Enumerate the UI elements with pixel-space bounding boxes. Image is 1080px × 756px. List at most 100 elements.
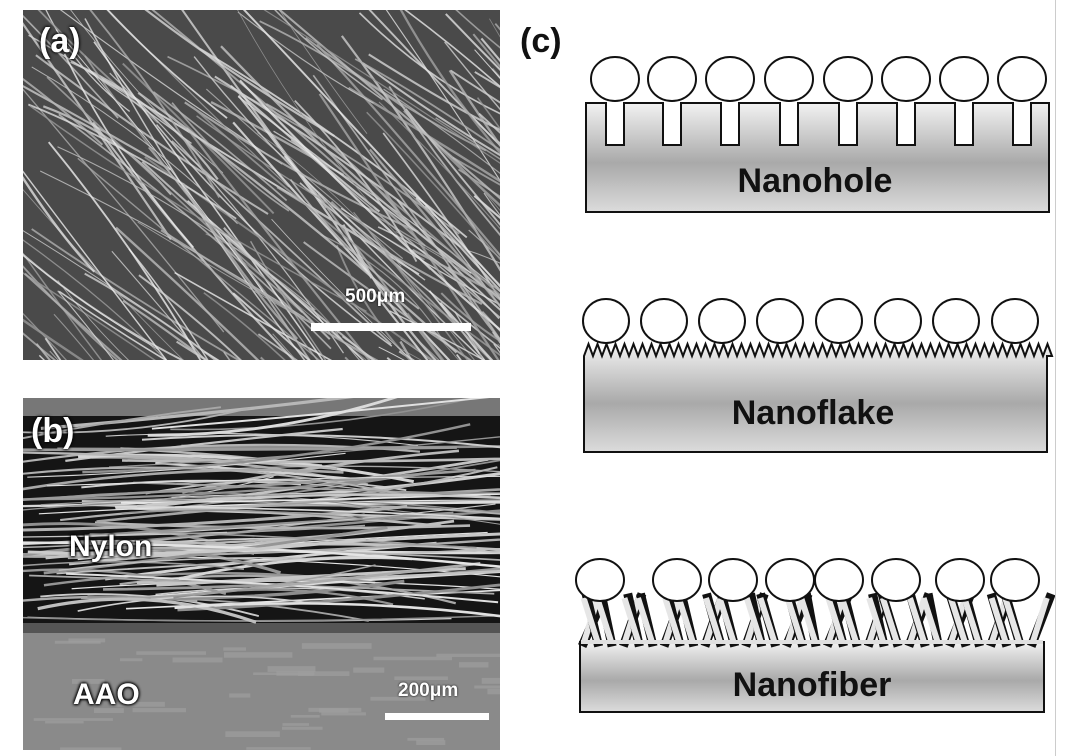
panel-label-a: (a) xyxy=(39,22,81,60)
aao-grain xyxy=(110,701,165,707)
nanofiber-label: Nanofiber xyxy=(733,666,892,704)
fiber xyxy=(404,10,500,88)
nylon-fiber xyxy=(77,595,314,612)
scale-bar-b xyxy=(385,713,489,720)
nanohole-diagram xyxy=(585,56,1050,213)
fiber xyxy=(181,10,328,209)
fiber xyxy=(23,175,96,273)
droplet xyxy=(640,298,688,344)
aao-grain xyxy=(353,667,385,673)
fiber xyxy=(122,299,208,360)
fiber xyxy=(55,29,264,292)
fiber xyxy=(92,121,295,360)
aao-grain xyxy=(458,662,489,668)
fiber xyxy=(299,182,500,350)
fiber xyxy=(382,132,500,301)
aao-grain xyxy=(394,676,448,681)
fiber xyxy=(388,86,500,237)
fiber xyxy=(57,290,115,360)
fiber xyxy=(404,108,500,226)
nylon-fiber xyxy=(145,479,407,495)
fiber xyxy=(347,86,500,183)
aao-grain xyxy=(301,643,372,649)
fiber xyxy=(58,290,168,360)
nylon-fiber xyxy=(23,498,500,514)
droplet xyxy=(652,558,702,602)
fiber xyxy=(353,211,476,360)
fiber xyxy=(23,332,57,360)
fiber xyxy=(63,53,194,249)
fiber xyxy=(328,323,361,360)
fiber xyxy=(294,99,418,262)
fiber xyxy=(249,240,327,360)
fiber xyxy=(366,111,500,261)
nylon-fiber xyxy=(23,468,476,501)
fiber xyxy=(23,230,218,360)
fiber xyxy=(186,127,371,360)
fiber xyxy=(278,10,368,134)
fiber xyxy=(93,41,324,360)
fiber xyxy=(278,10,500,200)
fiber xyxy=(444,41,500,111)
fiber xyxy=(214,75,462,248)
fiber xyxy=(450,69,500,104)
nanohole-substrate xyxy=(585,102,1050,213)
aao-layer-label: AAO xyxy=(73,678,140,711)
aao-layer xyxy=(23,630,500,750)
fiber xyxy=(961,597,982,643)
fiber xyxy=(358,12,500,115)
fiber xyxy=(23,84,172,171)
fiber xyxy=(370,288,429,360)
fiber xyxy=(371,183,500,297)
fiber xyxy=(447,266,500,342)
nylon-fiber xyxy=(177,583,500,612)
nanohole-label: Nanohole xyxy=(738,162,893,200)
aao-grain xyxy=(297,671,350,677)
fiber xyxy=(385,10,500,182)
fiber xyxy=(483,192,500,217)
fiber xyxy=(378,101,500,230)
aao-grain xyxy=(45,721,84,724)
fiber xyxy=(152,91,288,202)
fiber xyxy=(369,148,500,308)
fiber xyxy=(203,292,286,360)
aao-grain xyxy=(172,657,223,663)
droplet xyxy=(708,558,758,602)
fiber xyxy=(907,597,927,643)
nanoflake-diagram xyxy=(582,298,1054,453)
fiber xyxy=(47,141,202,360)
droplet xyxy=(990,558,1040,602)
aao-grain xyxy=(229,693,251,698)
nylon-fiber xyxy=(81,503,442,528)
aao-grain xyxy=(33,718,113,721)
aao-grain xyxy=(267,666,316,672)
fiber-texture xyxy=(23,10,500,360)
nylon-fiber xyxy=(136,493,500,508)
fiber xyxy=(28,34,192,144)
nylon-fiber xyxy=(121,509,363,520)
nanofiber-diagram xyxy=(575,558,1056,713)
fiber xyxy=(138,274,242,360)
nylon-fiber xyxy=(174,602,500,618)
sem-image-cross-section: (b) Nylon AAO 200μm xyxy=(23,398,500,750)
fiber xyxy=(23,318,84,360)
fiber xyxy=(397,346,422,360)
fiber xyxy=(31,66,238,225)
fiber xyxy=(447,153,500,212)
fiber xyxy=(947,597,968,643)
droplet xyxy=(815,298,863,344)
fiber xyxy=(274,10,383,101)
nylon-fiber xyxy=(133,481,491,496)
fiber xyxy=(362,62,500,157)
scale-bar-label-a: 500μm xyxy=(345,286,406,307)
fiber xyxy=(144,10,335,137)
droplet xyxy=(939,56,989,102)
nylon-fiber xyxy=(114,506,500,520)
fiber xyxy=(316,43,500,257)
fiber xyxy=(312,74,500,341)
fiber xyxy=(920,597,941,643)
droplet xyxy=(881,56,931,102)
fiber xyxy=(703,597,723,643)
droplet xyxy=(997,56,1047,102)
